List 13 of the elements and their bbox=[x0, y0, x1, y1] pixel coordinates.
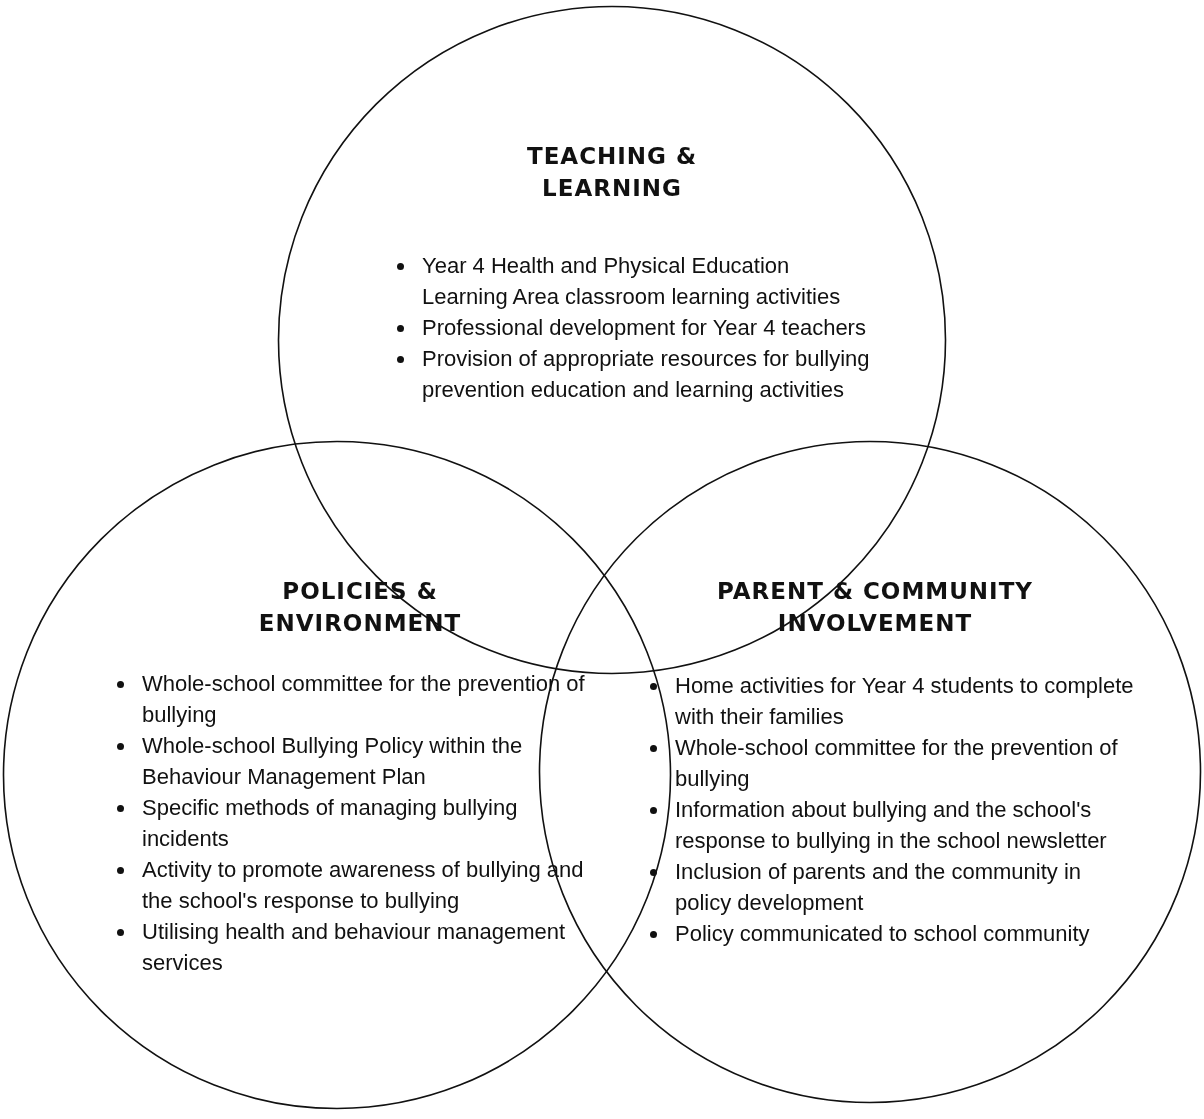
bullet-item: Provision of appropriate resources for bullying prevention education and learning activities bbox=[422, 345, 871, 404]
bullet-item: Professional development for Year 4 teachers bbox=[422, 314, 867, 342]
bullet-item: Policy communicated to school community bbox=[675, 920, 1091, 948]
circle-heading: TEACHING & LEARNING bbox=[525, 142, 699, 203]
bullet-item: Specific methods of managing bullying incidents bbox=[142, 794, 519, 853]
bullet-item: Year 4 Health and Physical Education Learning Area classroom learning activities bbox=[422, 252, 842, 311]
bullet-item: Utilising health and behaviour management services bbox=[142, 918, 567, 977]
bullet-item: Home activities for Year 4 students to complete with their families bbox=[675, 672, 1135, 731]
bullet-item: Whole-school Bullying Policy within the Behaviour Management Plan bbox=[142, 732, 524, 791]
bullet-item: Whole-school committee for the prevention of bullying bbox=[675, 734, 1119, 793]
bullet-item: Inclusion of parents and the community in policy development bbox=[675, 858, 1082, 917]
venn-circle bbox=[2, 440, 672, 1110]
bullet-item: Information about bullying and the school's response to bullying in the school newsletter bbox=[675, 796, 1108, 855]
